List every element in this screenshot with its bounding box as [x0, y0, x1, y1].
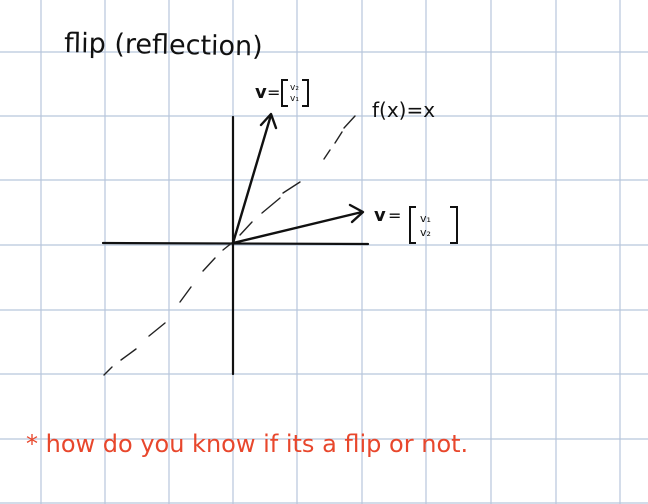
bracket-right: [302, 79, 309, 107]
bracket-left: [281, 79, 288, 107]
arrowhead-upper: [259, 112, 278, 130]
vector-upper: [231, 112, 278, 245]
identity-line: [103, 115, 356, 376]
svg-text:v₁: v₁: [420, 212, 431, 225]
bracket-left: [409, 206, 416, 244]
svg-text:v₂: v₂: [290, 83, 299, 93]
identity-line-label: f(x)=x: [372, 98, 435, 122]
svg-text:v₁: v₁: [290, 94, 299, 104]
svg-text:=: =: [267, 83, 280, 102]
svg-text:=: =: [388, 206, 401, 225]
note: * how do you know if its a flip or not.: [26, 430, 468, 458]
svg-text:v: v: [255, 82, 267, 103]
title: flip (reflection): [64, 28, 263, 62]
bracket-right: [450, 206, 458, 244]
vector-lower: [231, 203, 365, 245]
vector-lower-label: v = v₁ v₂: [374, 205, 458, 244]
vector-upper-label: v = v₂ v₁: [255, 79, 309, 107]
svg-text:v: v: [374, 205, 386, 226]
svg-text:v₂: v₂: [420, 226, 431, 239]
arrowhead-lower: [348, 203, 365, 224]
